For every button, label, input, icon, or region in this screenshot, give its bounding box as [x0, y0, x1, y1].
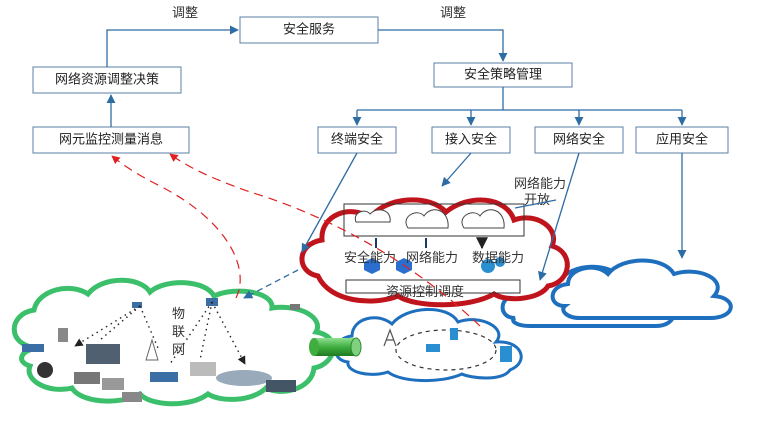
resource-scheduling-label: 资源控制调度	[386, 284, 464, 300]
red-dashed-feedback-1	[111, 155, 241, 299]
application-security-label: 应用安全	[656, 132, 708, 148]
network-capability-label: 网络能力	[406, 250, 458, 266]
capability-open-pointer	[514, 199, 557, 209]
green-cloud-iot	[11, 277, 336, 407]
endpoint-security-box: 终端安全	[317, 126, 397, 154]
network-resource-decision-label: 网络资源调整决策	[55, 72, 159, 88]
endpoint-security-label: 终端安全	[331, 132, 383, 148]
security-service-box: 安全服务	[239, 16, 379, 44]
network-security-label: 网络安全	[553, 132, 605, 148]
red-dashed-feedback-2	[169, 153, 481, 327]
element-monitor-label: 网元监控测量消息	[59, 132, 163, 148]
security-capability-label: 安全能力	[344, 250, 396, 266]
iot-label: 物 联 网	[172, 307, 189, 358]
red-cloud-capabilities	[299, 197, 570, 308]
arrow-network-to-blue-cloud	[538, 152, 580, 281]
network-capability-open-label: 网络能力 开放	[514, 176, 570, 208]
security-policy-mgmt-label: 安全策略管理	[464, 67, 542, 83]
access-security-box: 接入安全	[431, 126, 511, 154]
green-tube-connector	[309, 337, 362, 357]
access-security-label: 接入安全	[445, 132, 497, 148]
network-resource-decision-box: 网络资源调整决策	[32, 66, 182, 94]
adjust-label-right: 调整	[440, 6, 466, 21]
data-capability-label: 数据能力	[472, 251, 524, 266]
adjust-label-left: 调整	[172, 6, 198, 21]
security-service-label: 安全服务	[283, 22, 335, 38]
blue-cloud-bottom	[334, 308, 523, 383]
security-policy-mgmt-box: 安全策略管理	[433, 62, 573, 88]
arrow-service-to-policy	[378, 29, 508, 62]
arrow-red-cloud-to-iot	[243, 269, 299, 299]
arrow-endpoint-to-red-cloud	[301, 152, 358, 253]
network-security-box: 网络安全	[534, 126, 624, 154]
arrow-decision-to-service	[106, 25, 239, 67]
arrow-access-to-red-cloud	[441, 152, 472, 187]
element-monitor-box: 网元监控测量消息	[32, 126, 190, 154]
application-security-box: 应用安全	[635, 126, 729, 154]
policy-branch-line	[357, 87, 682, 111]
